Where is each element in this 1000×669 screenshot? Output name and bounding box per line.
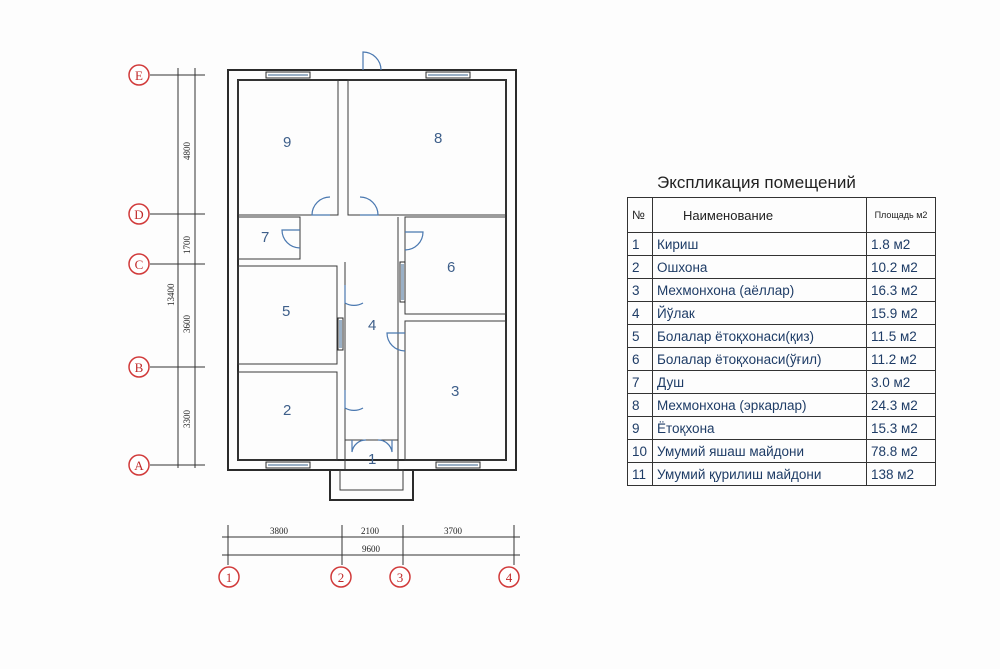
room-label-9: 9 (283, 134, 291, 151)
axis-row-D: D (134, 207, 143, 222)
cell-area: 15.9 м2 (866, 301, 936, 325)
axis-col-2: 2 (338, 570, 345, 585)
room-labels: 9 8 7 6 5 4 3 2 1 (261, 130, 459, 468)
row-axes: E D C B A (128, 64, 150, 476)
doors (281, 51, 424, 453)
cell-no: 11 (627, 462, 653, 486)
room-label-4: 4 (368, 317, 376, 334)
axis-col-3: 3 (397, 570, 404, 585)
cell-no: 10 (627, 439, 653, 463)
room-label-1: 1 (368, 451, 376, 468)
cell-name: Йўлак (652, 301, 867, 325)
cell-name: Болалар ётоқхонаси(ўғил) (652, 347, 867, 371)
cell-name: Умумий қурилиш майдони (652, 462, 867, 486)
vertical-dimensions: 3300 3600 1700 4800 13400 (150, 68, 205, 468)
cell-area: 16.3 м2 (866, 278, 936, 302)
legend-title: Экспликация помещений (657, 173, 856, 192)
room-label-8: 8 (434, 130, 442, 147)
cell-name: Болалар ётоқхонаси(қиз) (652, 324, 867, 348)
cell-area: 138 м2 (866, 462, 936, 486)
room-label-3: 3 (451, 383, 459, 400)
axis-row-A: A (134, 458, 144, 473)
cell-area: 11.5 м2 (866, 324, 936, 348)
cell-name: Душ (652, 370, 867, 394)
cell-area: 11.2 м2 (866, 347, 936, 371)
cell-no: 5 (627, 324, 653, 348)
cell-area: 10.2 м2 (866, 255, 936, 279)
table-header-row: № Наименование Площадь м2 (627, 197, 936, 233)
header-name: Наименование (652, 197, 867, 233)
inner-walls (237, 79, 507, 501)
cell-no: 9 (627, 416, 653, 440)
axis-row-B: B (135, 360, 144, 375)
cell-name: Кириш (652, 232, 867, 256)
header-area: Площадь м2 (866, 197, 936, 233)
cell-area: 3.0 м2 (866, 370, 936, 394)
axis-row-C: C (135, 257, 144, 272)
cell-no: 1 (627, 232, 653, 256)
cell-no: 2 (627, 255, 653, 279)
cell-no: 3 (627, 278, 653, 302)
cell-name: Мехмонхона (эркарлар) (652, 393, 867, 417)
cell-no: 4 (627, 301, 653, 325)
cell-name: Ётоқхона (652, 416, 867, 440)
cell-no: 6 (627, 347, 653, 371)
dim-horizontal-3800: 3800 (270, 526, 289, 536)
windows (265, 71, 481, 469)
axis-col-1: 1 (226, 570, 233, 585)
dim-horizontal-3700: 3700 (444, 526, 463, 536)
header-no: № (627, 197, 653, 233)
dim-horizontal-total: 9600 (362, 544, 381, 554)
column-axes: 1 2 3 4 (218, 566, 520, 588)
dim-vertical-total: 13400 (166, 283, 176, 306)
cell-area: 24.3 м2 (866, 393, 936, 417)
dim-vertical-4800: 4800 (182, 142, 192, 161)
room-label-7: 7 (261, 229, 269, 246)
outer-walls (227, 69, 517, 471)
cell-no: 8 (627, 393, 653, 417)
dim-vertical-1700: 1700 (182, 236, 192, 255)
room-label-5: 5 (282, 303, 290, 320)
axis-row-E: E (135, 68, 143, 83)
cell-area: 1.8 м2 (866, 232, 936, 256)
dim-vertical-3600: 3600 (182, 315, 192, 334)
axis-col-4: 4 (506, 570, 513, 585)
cell-name: Ошхона (652, 255, 867, 279)
cell-name: Умумий яшаш майдони (652, 439, 867, 463)
cell-area: 78.8 м2 (866, 439, 936, 463)
dim-horizontal-2100: 2100 (361, 526, 380, 536)
room-label-2: 2 (283, 402, 291, 419)
room-label-6: 6 (447, 259, 455, 276)
cell-name: Мехмонхона (аёллар) (652, 278, 867, 302)
dim-vertical-3300: 3300 (182, 410, 192, 429)
horizontal-dimensions: 3800 2100 3700 9600 (222, 525, 520, 565)
cell-no: 7 (627, 370, 653, 394)
cell-area: 15.3 м2 (866, 416, 936, 440)
